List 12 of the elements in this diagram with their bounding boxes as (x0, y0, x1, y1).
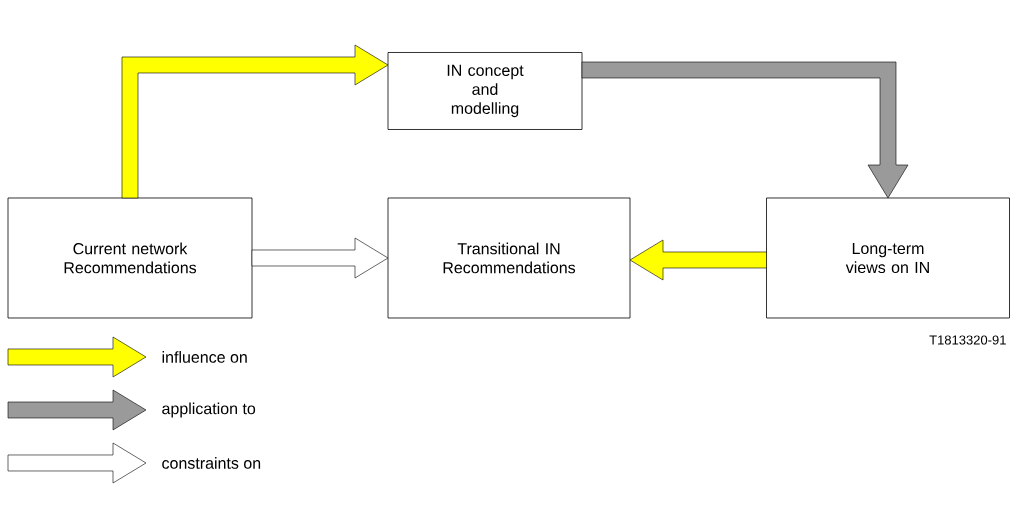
arrow (121, 44, 389, 199)
legend-text: influence on (162, 351, 247, 363)
arrow (581, 61, 909, 199)
process-box: IN concept and modelling (387, 52, 583, 130)
process-box: Long-term views on IN (766, 197, 1010, 319)
arrow (629, 239, 767, 281)
process-box: Transitional IN Recommendations (387, 197, 631, 319)
figure-number: T1813320-91 (929, 335, 1006, 345)
process-box: Current network Recommendations (7, 197, 253, 319)
arrow (251, 237, 389, 279)
legend-text: application to (162, 402, 256, 418)
legend-text: constraints on (162, 457, 261, 469)
